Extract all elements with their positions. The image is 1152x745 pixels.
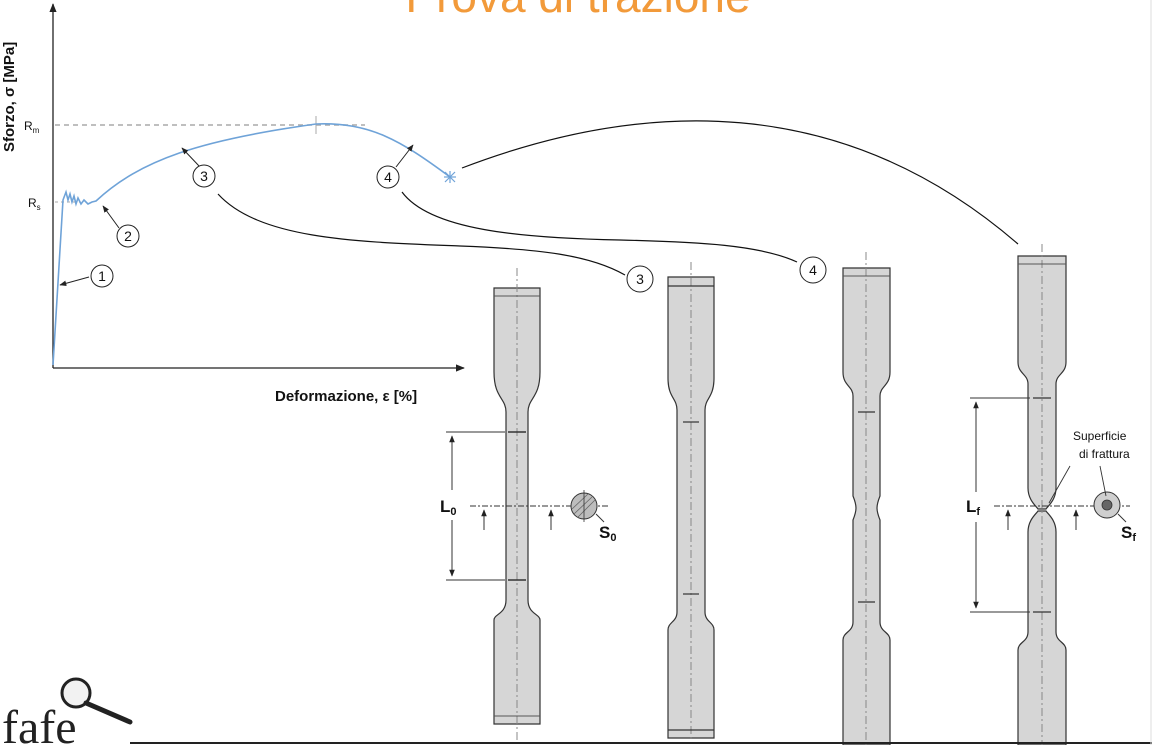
x-axis-label: Deformazione, ε [%] [275,388,417,405]
final-length-label: Lf [966,497,980,518]
stress-strain-curve [52,123,451,366]
callout-3 [192,164,216,188]
initial-length-label: L0 [440,497,457,518]
initial-section-label: S0 [599,523,616,544]
callout-2-label: 2 [124,228,132,244]
callout-4 [376,165,400,189]
connector-lines [217,120,1019,276]
final-section-label: Sf [1121,523,1136,544]
fafe-logo: fafe [2,677,133,745]
fracture-point-icon [444,171,456,183]
specimen-fractured: Lf Sf Superficie di frattura [966,244,1136,745]
callout-3-label: 3 [200,168,208,184]
fracture-surface-label-line2: di frattura [1079,447,1130,461]
slide-title: Prova di trazione [405,0,750,22]
specimen-stage-3 [667,262,715,744]
callout-2 [116,224,140,248]
tensile-strength-mark: Rm [24,119,40,135]
fracture-surface-label-line1: Superficie [1073,429,1127,443]
logo-text: fafe [2,701,77,745]
specimen-stage-4 [842,252,891,745]
specimen-callout-4-label: 4 [809,262,817,278]
callout-1-label: 1 [98,268,106,284]
yield-strength-mark: Rs [28,196,41,212]
specimen-initial: L0 S0 [440,268,616,740]
specimen-callout-4 [799,256,827,284]
callout-4-label: 4 [384,169,392,185]
magnifier-icon [60,677,92,709]
specimen-callout-3-label: 3 [636,271,644,287]
specimen-callout-3 [626,265,654,293]
stress-strain-chart: Sforzo, σ [MPa] Deformazione, ε [%] Rm R… [1,3,465,405]
callout-1 [90,264,114,288]
y-axis-label: Sforzo, σ [MPa] [1,42,18,152]
